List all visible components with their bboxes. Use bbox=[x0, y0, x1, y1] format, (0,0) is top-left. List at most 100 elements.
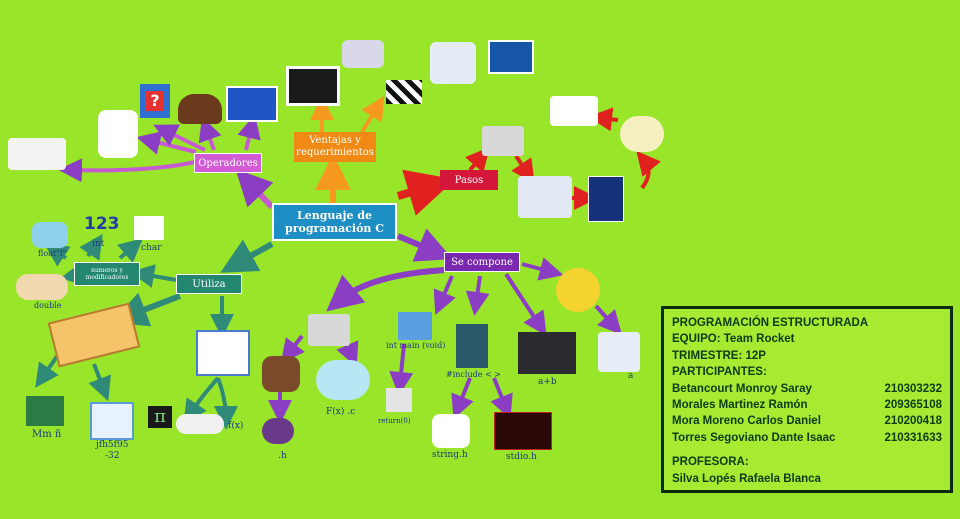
arrow-op-1 bbox=[58, 158, 196, 183]
participant-row: Mora Moreno Carlos Daniel 210200418 bbox=[672, 413, 942, 429]
jfh-label: jfh5f95 -32 bbox=[96, 440, 129, 461]
participant-row: Torres Segoviano Dante Isaac 210331633 bbox=[672, 430, 942, 446]
ab-label: a+b bbox=[538, 377, 557, 387]
include-label: #include < > bbox=[446, 370, 501, 379]
arrow-main-return bbox=[389, 343, 414, 396]
folder-open-icon bbox=[308, 314, 350, 346]
main-clipart-icon bbox=[398, 312, 432, 340]
window-clipart-icon bbox=[196, 330, 250, 376]
arrow-pasos-5 bbox=[588, 107, 619, 132]
numeros-node[interactable]: numeros y modificadores bbox=[74, 262, 140, 286]
arrow-num-int bbox=[79, 234, 103, 261]
circuit-clipart-icon bbox=[494, 412, 552, 450]
cd-clipart-icon bbox=[176, 414, 224, 434]
include-clipart-icon bbox=[456, 324, 488, 368]
software-box-icon bbox=[588, 176, 624, 222]
arrow-ruler-jfh bbox=[88, 363, 111, 402]
ninja-clipart-icon bbox=[262, 356, 300, 392]
pasos-node[interactable]: Pasos bbox=[440, 170, 498, 190]
arrow-op-4 bbox=[198, 116, 222, 151]
question-mark-icon: ? bbox=[140, 84, 170, 118]
arrow-center-secompone bbox=[396, 228, 453, 262]
arrow-pasos-2 bbox=[511, 154, 535, 184]
monitor-clipart-icon bbox=[488, 40, 534, 74]
secompone-node[interactable]: Se compone bbox=[444, 252, 520, 272]
racing-flag-icon bbox=[386, 80, 422, 104]
arrow-pasos-4 bbox=[636, 150, 661, 190]
arrow-num-float bbox=[44, 243, 71, 267]
utiliza-node[interactable]: Utiliza bbox=[176, 274, 242, 294]
arrow-center-operadores bbox=[235, 169, 275, 210]
arrow-folder-h bbox=[280, 334, 305, 364]
mmn-label: Mm ñ bbox=[32, 429, 62, 440]
string-label: string.h bbox=[432, 450, 468, 460]
float-label: float"f" bbox=[38, 249, 67, 258]
arrow-secompone-face bbox=[521, 257, 564, 281]
arrow-secompone-include bbox=[465, 275, 490, 316]
pattern-clipart-icon bbox=[26, 396, 64, 426]
satellite-clipart-icon bbox=[620, 116, 664, 152]
h-label: .h bbox=[278, 451, 287, 461]
professor-heading: PROFESORA: bbox=[672, 456, 749, 469]
arrow-face-a bbox=[594, 304, 623, 335]
folder-clipart-icon bbox=[482, 126, 524, 156]
dna-clipart-icon bbox=[432, 414, 470, 448]
double-clipart-icon bbox=[16, 274, 68, 300]
course-title: PROGRAMACIÓN ESTRUCTURADA bbox=[672, 317, 869, 329]
participant-name: Mora Moreno Carlos Daniel bbox=[672, 415, 821, 428]
float-clipart-icon bbox=[32, 222, 68, 248]
ventajas-node[interactable]: Ventajas y requerimientos bbox=[294, 132, 376, 162]
arrow-window-1 bbox=[183, 376, 220, 424]
figure-clipart-icon bbox=[178, 94, 222, 124]
butterfly-icon bbox=[262, 418, 294, 444]
arrow-include-stdio bbox=[490, 377, 513, 420]
pi-icon: π bbox=[148, 406, 172, 428]
stdio-label: stdio.h bbox=[506, 452, 537, 462]
char-clipart-icon bbox=[134, 216, 164, 240]
double-label: double bbox=[34, 301, 62, 310]
participant-id: 210331633 bbox=[884, 431, 942, 444]
student-clipart-icon bbox=[598, 332, 640, 372]
people-photo-icon bbox=[518, 332, 576, 374]
center-node[interactable]: Lenguaje de programación C bbox=[272, 203, 397, 241]
count-icon: 123 bbox=[84, 214, 120, 234]
trimester-label: TRIMESTRE: 12P bbox=[672, 349, 766, 362]
participants-heading: PARTICIPANTES: bbox=[672, 366, 767, 379]
fxc-label: F(x) .c bbox=[326, 407, 356, 417]
book-clipart-icon bbox=[226, 86, 278, 122]
a-label: a bbox=[628, 371, 634, 381]
arrow-utiliza-num bbox=[130, 264, 177, 288]
info-panel: PROGRAMACIÓN ESTRUCTURADA EQUIPO: Team R… bbox=[661, 306, 953, 493]
participant-name: Torres Segoviano Dante Isaac bbox=[672, 431, 836, 444]
return-arrow-icon bbox=[386, 388, 412, 412]
scanner-clipart-icon bbox=[342, 40, 384, 68]
participant-id: 210200418 bbox=[884, 415, 942, 428]
arrow-include-string bbox=[451, 377, 474, 420]
computer-clipart-icon bbox=[286, 66, 340, 106]
arrow-pasos-1 bbox=[465, 146, 490, 173]
team-label: EQUIPO: Team Rocket bbox=[672, 333, 795, 346]
scared-face-icon bbox=[556, 268, 600, 312]
scribble-clipart-icon bbox=[98, 110, 138, 158]
participant-name: Morales Martinez Ramón bbox=[672, 399, 808, 412]
arrow-secompone-ab bbox=[504, 272, 547, 337]
arrow-num-char bbox=[117, 238, 144, 263]
ufo-clipart-icon bbox=[316, 360, 370, 400]
operadores-node[interactable]: Operadores bbox=[194, 153, 262, 173]
char-label: char bbox=[141, 243, 162, 253]
participant-row: Morales Martinez Ramón 209365108 bbox=[672, 397, 942, 413]
return-label: return(0) bbox=[378, 417, 411, 425]
participant-id: 209365108 bbox=[884, 399, 942, 412]
professor-name: Silva Lopés Rafaela Blanca bbox=[672, 472, 821, 485]
arrow-ventajas-2 bbox=[360, 95, 385, 134]
hands-clipart-icon bbox=[8, 138, 66, 170]
arrow-secompone-folder bbox=[326, 267, 445, 312]
network-clipart-icon bbox=[550, 96, 598, 126]
arrow-window-2 bbox=[213, 377, 238, 430]
worker-clipart-icon bbox=[430, 42, 476, 84]
arrow-secompone-main bbox=[433, 275, 456, 316]
arrow-op-5 bbox=[237, 114, 261, 151]
